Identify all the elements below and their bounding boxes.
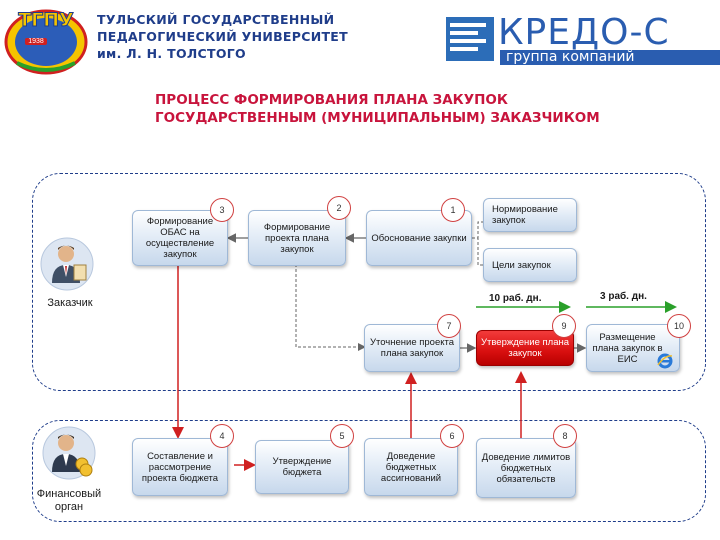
timing-label-10-days: 10 раб. дн.	[489, 293, 542, 304]
process-box-budget-approval: Утверждение бюджета	[255, 440, 349, 494]
university-emblem: ТГПУ 1938	[3, 5, 89, 75]
process-box-goals: Цели закупок	[483, 248, 577, 282]
emblem-year: 1938	[25, 38, 47, 45]
step-number-8: 8	[553, 424, 577, 448]
slide-title-line-2: ГОСУДАРСТВЕННЫМ (МУНИЦИПАЛЬНЫМ) ЗАКАЗЧИК…	[155, 110, 600, 126]
university-name-line-2: ПЕДАГОГИЧЕСКИЙ УНИВЕРСИТЕТ	[97, 29, 348, 44]
process-box-draft-plan: Формирование проекта плана закупок	[248, 210, 346, 266]
university-name-line-1: ТУЛЬСКИЙ ГОСУДАРСТВЕННЫЙ	[97, 12, 335, 27]
step-number-4: 4	[210, 424, 234, 448]
step-number-6: 6	[440, 424, 464, 448]
step-number-3: 3	[210, 198, 234, 222]
step-number-2: 2	[327, 196, 351, 220]
finance-label: Финансовый орган	[36, 488, 102, 513]
process-box-rationing: Нормирование закупок	[483, 198, 577, 232]
finance-lane	[32, 420, 706, 522]
finance-avatar-icon	[42, 426, 96, 480]
internet-explorer-icon	[657, 353, 673, 369]
customer-lane	[32, 173, 706, 391]
slide-title-line-1: ПРОЦЕСС ФОРМИРОВАНИЯ ПЛАНА ЗАКУПОК	[155, 92, 508, 108]
customer-label: Заказчик	[47, 297, 93, 309]
process-box-budget-limits: Доведение лимитов бюджетных обязательств	[476, 438, 576, 498]
process-box-budget-draft: Составление и рассмотрение проекта бюдже…	[132, 438, 228, 496]
customer-avatar-icon	[40, 237, 94, 291]
process-box-obas: Формирование ОБАС на осуществление закуп…	[132, 210, 228, 266]
kredo-logo-subtitle: группа компаний	[500, 50, 720, 65]
university-name-line-3: им. Л. Н. ТОЛСТОГО	[97, 46, 246, 61]
timing-label-3-days: 3 раб. дн.	[600, 291, 647, 302]
process-box-publish-plan: Размещение плана закупок в ЕИС	[586, 324, 680, 372]
step-number-1: 1	[441, 198, 465, 222]
kredo-logo-text: КРЕДО-С	[498, 12, 670, 53]
step-number-9: 9	[552, 314, 576, 338]
process-box-budget-allocations: Доведение бюджетных ассигнований	[364, 438, 458, 496]
step-number-5: 5	[330, 424, 354, 448]
step-number-7: 7	[437, 314, 461, 338]
kredo-logo: КРЕДО-С группа компаний	[446, 15, 720, 67]
emblem-text: ТГПУ	[18, 9, 75, 32]
step-number-10: 10	[667, 314, 691, 338]
